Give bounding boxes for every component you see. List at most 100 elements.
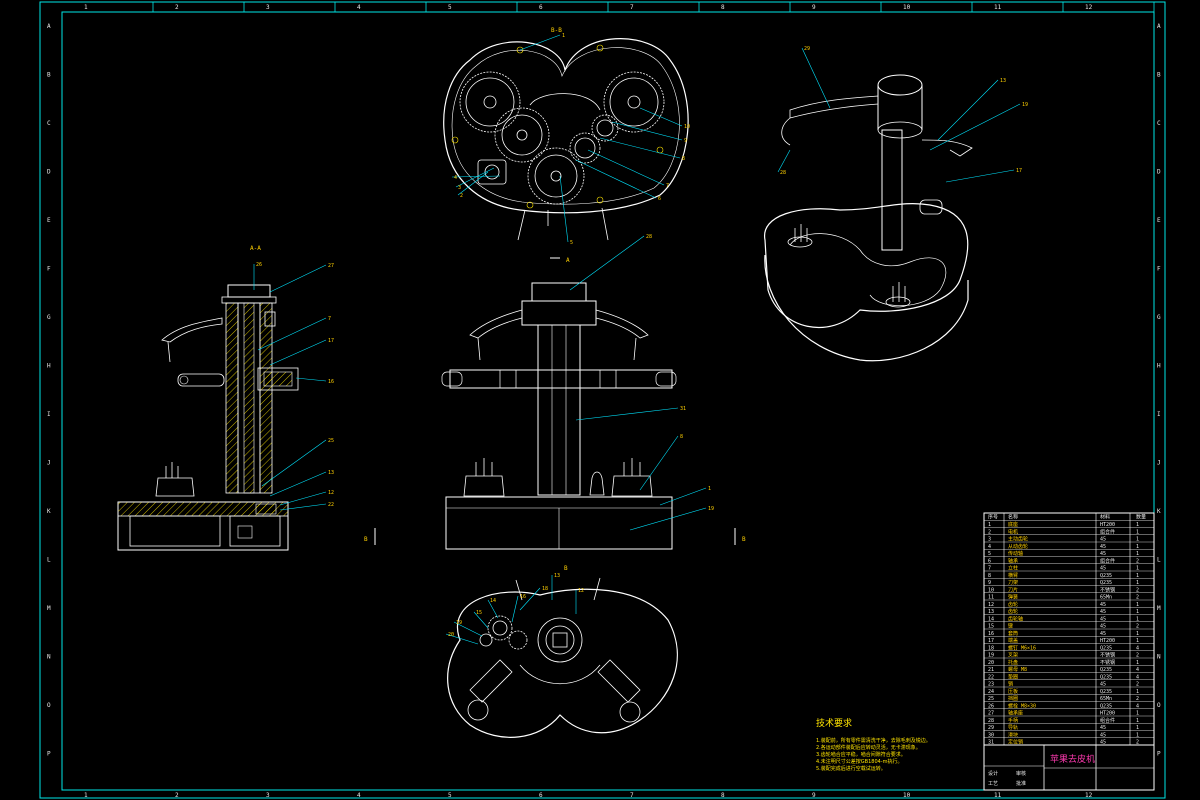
title-block-cell: 审核	[1016, 770, 1026, 777]
parts-table-cell: 19	[988, 653, 994, 659]
leader-line	[455, 167, 495, 188]
part-balloon: 28	[780, 170, 786, 176]
parts-table-cell: 16	[988, 631, 994, 637]
leader-line	[937, 79, 999, 141]
part-balloon: 1	[562, 33, 565, 39]
parts-table-cell: 螺钉 M6×16	[1008, 644, 1036, 651]
parts-table-cell: 齿轮	[1008, 608, 1018, 615]
parts-table-cell: 12	[988, 602, 994, 608]
parts-table-cell: 2	[1136, 653, 1139, 659]
row-zone-right: J	[1157, 460, 1161, 467]
leader-line	[945, 169, 1015, 183]
parts-table-cell: 26	[988, 703, 994, 709]
parts-table-cell: HT200	[1100, 711, 1115, 717]
leader-line	[929, 103, 1021, 151]
row-zone-left: H	[47, 363, 51, 370]
parts-table-cell: 主动齿轮	[1008, 536, 1028, 543]
part-balloon: 17	[1016, 168, 1022, 174]
parts-table-cell: 1	[1136, 725, 1139, 731]
part-balloon: 10	[684, 124, 690, 130]
parts-table-cell: 29	[988, 725, 994, 731]
parts-table-cell: 45	[1100, 616, 1106, 622]
leader-line	[269, 471, 327, 497]
row-zone-right: O	[1157, 702, 1161, 709]
parts-table-cell: 2	[1136, 624, 1139, 630]
col-zone-bottom: 6	[539, 792, 543, 799]
part-balloon: 13	[554, 573, 560, 579]
parts-table-cell: 1	[1136, 609, 1139, 615]
col-zone-bottom: 5	[448, 792, 452, 799]
parts-table-cell: 24	[988, 689, 994, 695]
parts-table-cell: 14	[988, 616, 994, 622]
col-zone-bottom: 11	[994, 792, 1002, 799]
parts-table-cell: 1	[1136, 529, 1139, 535]
row-zone-left: B	[47, 72, 51, 79]
parts-table-cell: 45	[1100, 725, 1106, 731]
title-block-cell: 工艺	[988, 781, 998, 787]
parts-table-cell: 1	[1136, 551, 1139, 557]
col-zone-bottom: 9	[812, 792, 816, 799]
col-zone-bottom: 2	[175, 792, 179, 799]
part-balloon: 7	[666, 183, 669, 189]
parts-table-cell: Q235	[1100, 689, 1112, 695]
parts-table-cell: 螺栓 M8×30	[1008, 702, 1036, 709]
row-zone-left: K	[47, 508, 51, 515]
col-zone-bottom: 10	[903, 792, 911, 799]
parts-table-cell: 45	[1100, 682, 1106, 688]
technical-requirements: 技术要求 1.装配前，所有零件需清洗干净，去除毛刺及锐边。2.各运动部件装配后应…	[816, 717, 931, 772]
row-zone-left: L	[47, 557, 51, 564]
parts-table-cell: 1	[1136, 631, 1139, 637]
parts-table-cell: 横臂	[1008, 572, 1018, 579]
parts-table-cell: HT200	[1100, 522, 1115, 528]
row-zone-left: I	[47, 411, 51, 418]
part-balloon: 16	[520, 594, 526, 600]
row-zone-left: N	[47, 654, 51, 661]
parts-table-cell: 1	[1136, 660, 1139, 666]
row-zone-left: E	[47, 217, 51, 224]
row-zone-right: N	[1157, 654, 1161, 661]
leader-line	[575, 407, 679, 421]
parts-table-cell: 13	[988, 609, 994, 615]
parts-table-cell: 2	[1136, 682, 1139, 688]
parts-table-header-cell: 材料	[1100, 513, 1110, 520]
tech-requirement-line: 5.装配完成后进行空载试运转。	[816, 765, 886, 772]
parts-table-cell: 从动齿轮	[1008, 543, 1028, 550]
parts-table-cell: Q235	[1100, 703, 1112, 709]
part-balloon: 16	[328, 379, 334, 385]
tech-requirement-line: 3.齿轮啮合应平稳，啮合间隙符合要求。	[816, 751, 906, 758]
part-balloon: 19	[708, 506, 714, 512]
leader-line	[451, 175, 501, 178]
row-zone-right: I	[1157, 411, 1161, 418]
parts-table-cell: 31	[988, 740, 994, 746]
parts-table-cell: 4	[1136, 667, 1139, 673]
parts-table-cell: 4	[1136, 674, 1139, 680]
row-zone-left: A	[47, 23, 51, 30]
part-balloon: 20	[448, 632, 454, 638]
row-zone-left: M	[47, 605, 51, 612]
col-zone-top: 9	[812, 4, 816, 11]
parts-table-cell: 轴承座	[1008, 710, 1023, 717]
parts-table-header: 序号名称材料数量	[988, 513, 1146, 520]
leader-line	[511, 595, 519, 623]
parts-table-cell: 底座	[1008, 521, 1018, 528]
top-view-section-label: B-B	[551, 27, 562, 34]
parts-table-cell: 5	[988, 551, 991, 557]
cut-marker-b-right: B	[742, 536, 746, 543]
parts-table-cell: 23	[988, 682, 994, 688]
leader-line	[777, 149, 791, 173]
parts-table-cell: 轴承	[1008, 557, 1018, 564]
part-balloon: 5	[570, 240, 573, 246]
part-balloon: 19	[456, 620, 462, 626]
parts-table-cell: 齿轮	[1008, 601, 1018, 608]
leader-line	[269, 264, 327, 293]
